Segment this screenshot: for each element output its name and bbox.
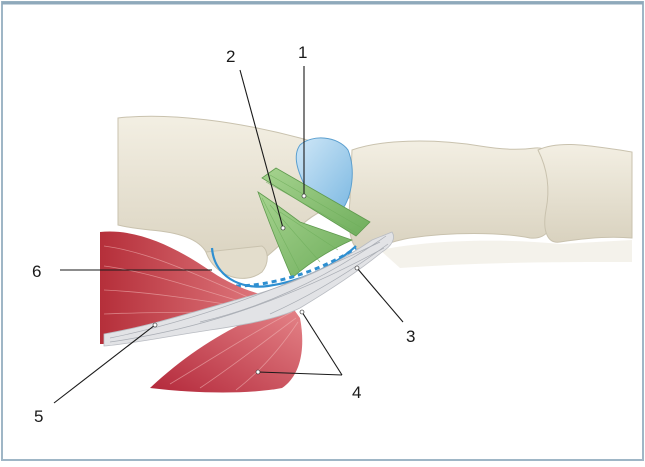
leader-line-4a	[302, 312, 342, 375]
label-6: 6	[32, 263, 41, 280]
phalanx-shadow	[380, 240, 632, 268]
proximal-phalanx	[349, 141, 558, 250]
label-3: 3	[406, 328, 415, 345]
label-2: 2	[226, 48, 235, 65]
distal-phalanx	[538, 145, 632, 243]
label-4: 4	[352, 384, 361, 401]
leader-line-3	[357, 268, 403, 322]
label-5: 5	[34, 408, 43, 425]
label-1: 1	[298, 44, 307, 61]
